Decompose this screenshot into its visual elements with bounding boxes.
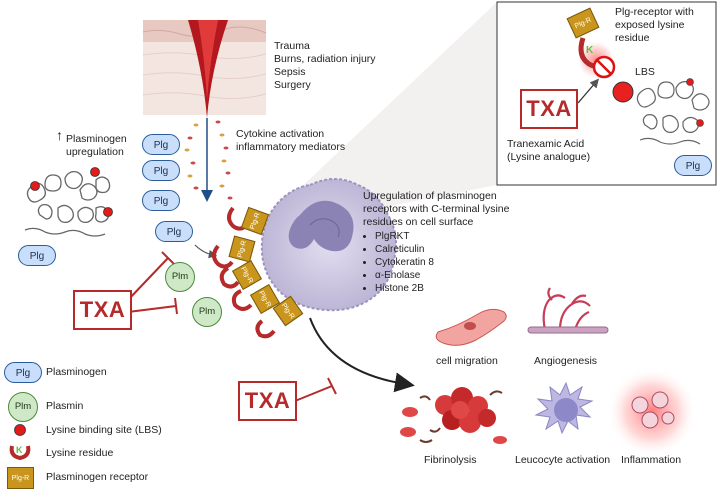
txa-box-2: TXA xyxy=(238,381,297,421)
inset-lysine-letter: K xyxy=(586,45,594,56)
plg-pill-left: Plg xyxy=(18,245,56,266)
vessel xyxy=(527,326,609,334)
legend-lysine-icon xyxy=(9,445,31,461)
receptor-arcs-cell xyxy=(212,206,276,339)
receptor-list-item: Cytokeratin 8 xyxy=(375,256,434,269)
trauma-item: Surgery xyxy=(274,79,311,91)
lbs-dot-left-1 xyxy=(30,181,40,191)
txa-inhibition-lines xyxy=(127,251,337,402)
legend-receptor-icon: Plg-R xyxy=(7,467,34,489)
upregulation-label-line1: Plasminogen xyxy=(66,133,127,145)
label-leucocyte-activation: Leucocyte activation xyxy=(515,454,611,466)
label-inflammation: Inflammation xyxy=(621,454,682,466)
receptor-heading-line2: receptors with C-terminal lysine xyxy=(363,203,510,215)
legend-plg-icon: Plg xyxy=(4,362,42,383)
txa-box-1: TXA xyxy=(73,290,132,330)
cytokine-particles xyxy=(184,120,233,200)
plg-pill: Plg xyxy=(155,221,193,242)
legend-lysine-letter: K xyxy=(16,445,23,455)
leucocyte-activation-illustration xyxy=(534,381,594,435)
plg-pill: Plg xyxy=(142,160,180,181)
plasminogen-molecule-left xyxy=(24,170,111,237)
legend-lbs: Lysine binding site (LBS) xyxy=(46,424,162,436)
lbs-dot-left-2 xyxy=(90,167,100,177)
legend-plasmin: Plasmin xyxy=(46,400,84,412)
up-arrow-icon: ↑ xyxy=(56,127,63,143)
txa-box-inset: TXA xyxy=(520,89,578,129)
receptor-heading-line1: Upregulation of plasminogen xyxy=(363,190,497,202)
label-angiogenesis: Angiogenesis xyxy=(534,355,598,367)
inset-receptor-label-3: residue xyxy=(615,32,650,44)
upregulation-label-line2: upregulation xyxy=(66,146,124,158)
angiogenesis-illustration xyxy=(529,287,606,332)
leucocyte-cell xyxy=(260,178,397,312)
receptor-list-item: Calreticulin xyxy=(375,243,434,256)
receptor-list: PlgRKT Calreticulin Cytokeratin 8 α-Enol… xyxy=(363,230,434,295)
skin-wound-illustration xyxy=(142,20,267,118)
legend-lysine: Lysine residue xyxy=(46,447,114,459)
receptor-list-item: Histone 2B xyxy=(375,282,434,295)
label-cell-migration: cell migration xyxy=(436,355,498,367)
legend-plm-icon: Plm xyxy=(8,392,38,422)
lbs-dot-inset-3 xyxy=(696,119,704,127)
lbs-dot-inset-2 xyxy=(686,78,694,86)
legend-lbs-icon xyxy=(14,424,26,436)
inset-txa-desc-2: (Lysine analogue) xyxy=(507,151,591,163)
cytokine-label-line2: inflammatory mediators xyxy=(236,141,346,153)
plm-circle: Plm xyxy=(192,297,222,327)
lbs-dot-inset xyxy=(612,81,634,103)
inflammation-illustration xyxy=(607,367,697,457)
inset-receptor-label-2: exposed lysine xyxy=(615,19,685,31)
trauma-item: Burns, radiation injury xyxy=(274,53,376,65)
outcome-arrow xyxy=(309,317,415,393)
trauma-item: Sepsis xyxy=(274,66,306,78)
receptor-heading-line3: residues on cell surface xyxy=(363,216,474,228)
fibrinolysis-illustration xyxy=(400,387,507,444)
legend-plasminogen: Plasminogen xyxy=(46,366,107,378)
cell-migration-illustration xyxy=(435,308,507,346)
plg-pill: Plg xyxy=(142,190,180,211)
inset-txa-desc-1: Tranexamic Acid xyxy=(507,138,585,150)
zoom-wedge xyxy=(258,2,497,232)
receptor-list-item: PlgRKT xyxy=(375,230,434,243)
plg-to-plm-arrow xyxy=(194,244,218,259)
inset-plg-pill: Plg xyxy=(674,155,712,176)
txa-to-lbs-arrow xyxy=(577,78,599,104)
plm-circle: Plm xyxy=(165,262,195,292)
receptor-list-item: α-Enolase xyxy=(375,269,434,282)
inset-receptor-label-1: Plg-receptor with xyxy=(615,6,694,18)
label-fibrinolysis: Fibrinolysis xyxy=(424,454,477,466)
legend-receptor: Plasminogen receptor xyxy=(46,471,149,483)
lbs-dot-left-3 xyxy=(103,207,113,217)
plg-pill: Plg xyxy=(142,134,180,155)
cytokine-label-line1: Cytokine activation xyxy=(236,128,325,140)
inset-lbs-label: LBS xyxy=(635,66,655,78)
plasminogen-molecule-inset xyxy=(636,81,710,145)
trauma-item: Trauma xyxy=(274,40,310,52)
